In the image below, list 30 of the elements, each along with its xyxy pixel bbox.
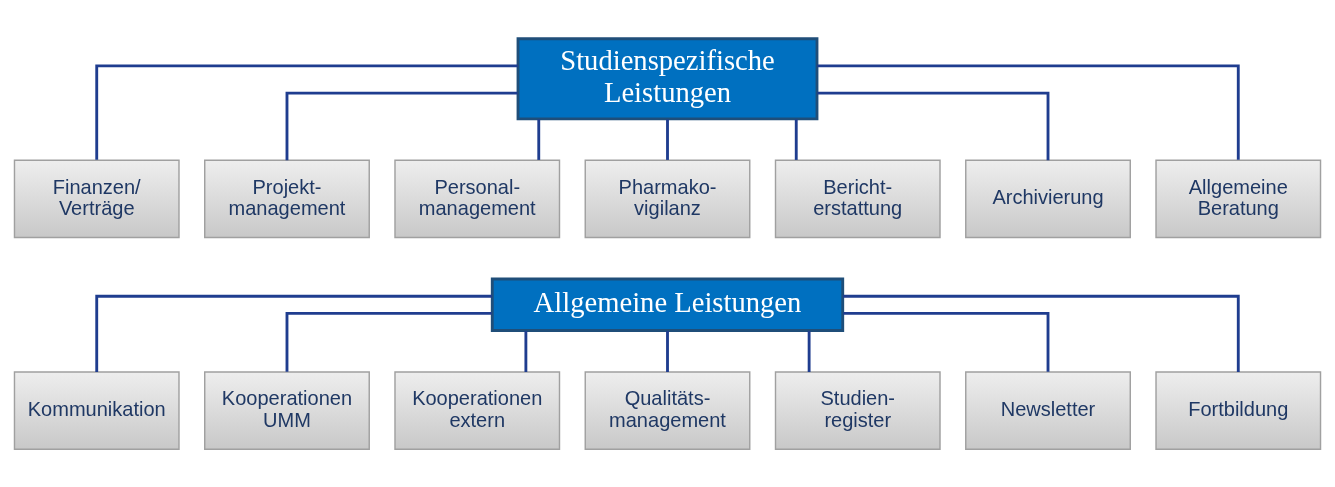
connector	[817, 63, 1240, 160]
connector	[666, 118, 669, 160]
node-box: Archivierung	[965, 159, 1131, 238]
connector	[666, 330, 669, 372]
node-box: Pharmako- vigilanz	[584, 159, 751, 238]
node-box: Studien- register	[774, 370, 941, 450]
node-box: Personal- management	[394, 159, 561, 238]
connector	[794, 118, 798, 160]
node-box: Fortbildung	[1155, 370, 1322, 450]
node-box: Finanzen/ Verträge	[13, 159, 180, 238]
connector	[285, 91, 518, 160]
node-box: Kooperationen UMM	[204, 370, 370, 450]
node-box: Projekt- management	[204, 159, 370, 238]
node-box: Kommunikation	[13, 370, 180, 450]
node-box: Qualitäts- management	[584, 370, 751, 450]
connector	[524, 330, 528, 372]
node-box: Studienspezifische Leistungen	[516, 36, 819, 120]
connector	[817, 91, 1050, 160]
node-box: Newsletter	[965, 370, 1131, 450]
connector	[95, 294, 492, 372]
connector	[285, 311, 492, 372]
node-box: Kooperationen extern	[394, 370, 561, 450]
node-box: Allgemeine Beratung	[1155, 159, 1322, 238]
connector	[843, 311, 1050, 372]
connector	[807, 330, 811, 372]
connector	[537, 118, 541, 160]
connector	[95, 63, 518, 160]
connector	[843, 294, 1240, 372]
node-box: Bericht- erstattung	[774, 159, 941, 238]
node-box: Allgemeine Leistungen	[490, 277, 845, 332]
